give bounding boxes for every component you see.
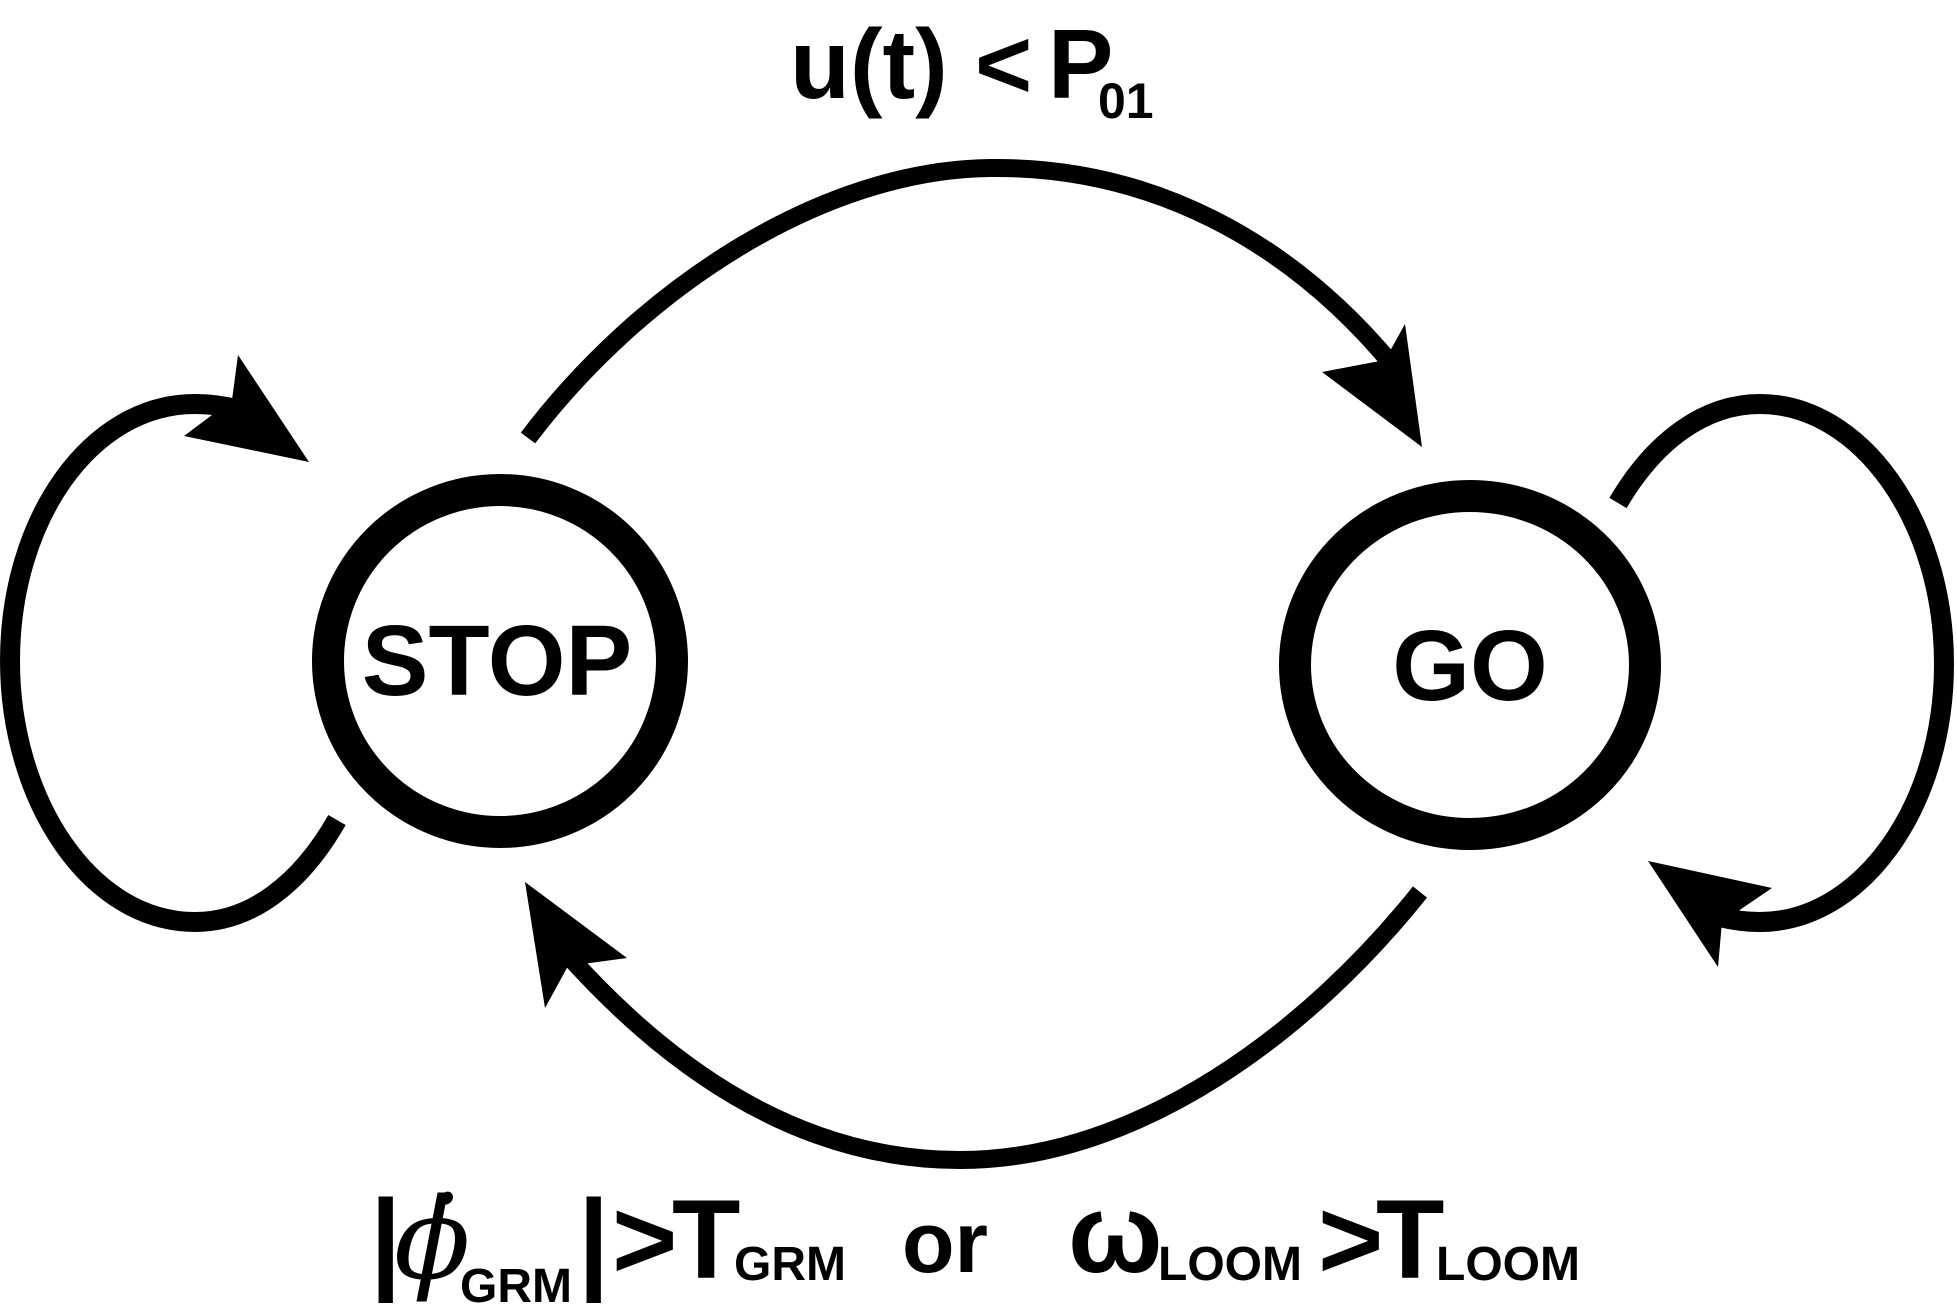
guard-go-to-stop: | ϕ̇ GRM | > T GRM or ω LOOM > T LOOM xyxy=(370,1171,1580,1313)
omega-subscript: LOOM xyxy=(1158,1238,1302,1291)
loop-stop xyxy=(0,393,346,933)
state-go[interactable]: GO xyxy=(1279,480,1661,850)
phi-subscript: GRM xyxy=(460,1260,572,1313)
or-keyword: or xyxy=(902,1195,988,1291)
threshold-t-loom: T xyxy=(1376,1177,1444,1302)
transition-stop-to-go xyxy=(520,158,1422,447)
gt-symbol-loom: > xyxy=(1318,1177,1383,1302)
arrowhead-loop-stop xyxy=(184,355,309,462)
state-go-circle xyxy=(1279,480,1661,850)
gt-symbol-grm: > xyxy=(612,1177,677,1302)
threshold-t-grm: T xyxy=(672,1177,740,1302)
state-stop-circle xyxy=(312,474,688,848)
threshold-t-grm-subscript: GRM xyxy=(734,1238,846,1291)
transition-go-to-stop xyxy=(525,882,1428,1170)
guard-top-subscript: 01 xyxy=(1098,73,1154,129)
self-loop-go xyxy=(1609,393,1955,967)
guard-top-expression: u(t) < xyxy=(790,9,1032,119)
state-stop-label: STOP xyxy=(362,605,632,717)
arc-go-to-stop xyxy=(558,886,1428,1170)
arc-stop-to-go xyxy=(520,158,1402,444)
arrowhead-go-to-stop xyxy=(525,882,627,1008)
guard-top-symbol-p: P xyxy=(1048,9,1113,119)
loop-go xyxy=(1609,393,1955,933)
threshold-t-loom-subscript: LOOM xyxy=(1436,1238,1580,1291)
arrowhead-loop-go xyxy=(1648,861,1772,967)
abs-bar-right: | xyxy=(578,1177,609,1303)
abs-bar-left: | xyxy=(370,1177,401,1303)
arrowhead-stop-to-go xyxy=(1322,324,1422,447)
phi-dot-symbol: ϕ̇ xyxy=(394,1175,470,1305)
omega-symbol: ω xyxy=(1068,1171,1163,1296)
self-loop-stop xyxy=(0,355,346,933)
guard-stop-to-go: u(t) < P 01 xyxy=(790,9,1154,129)
state-go-label: GO xyxy=(1392,610,1548,722)
state-stop[interactable]: STOP xyxy=(312,474,688,848)
